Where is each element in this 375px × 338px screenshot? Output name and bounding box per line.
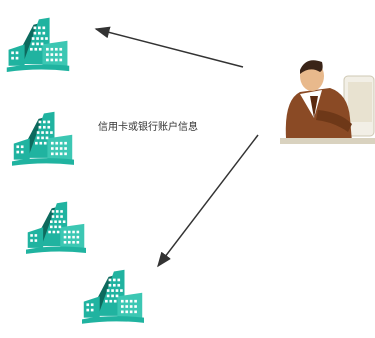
arrow-to-bank-4 [157,134,259,268]
bank-building-icon [82,269,144,324]
account-info-label: 信用卡或银行账户信息 [98,122,198,133]
bank-building-icon [26,201,86,254]
arrow-to-bank-1 [94,26,244,68]
bank-building-icon [12,111,74,166]
bank-building-icon [6,17,70,72]
person-at-computer-icon [280,60,375,144]
